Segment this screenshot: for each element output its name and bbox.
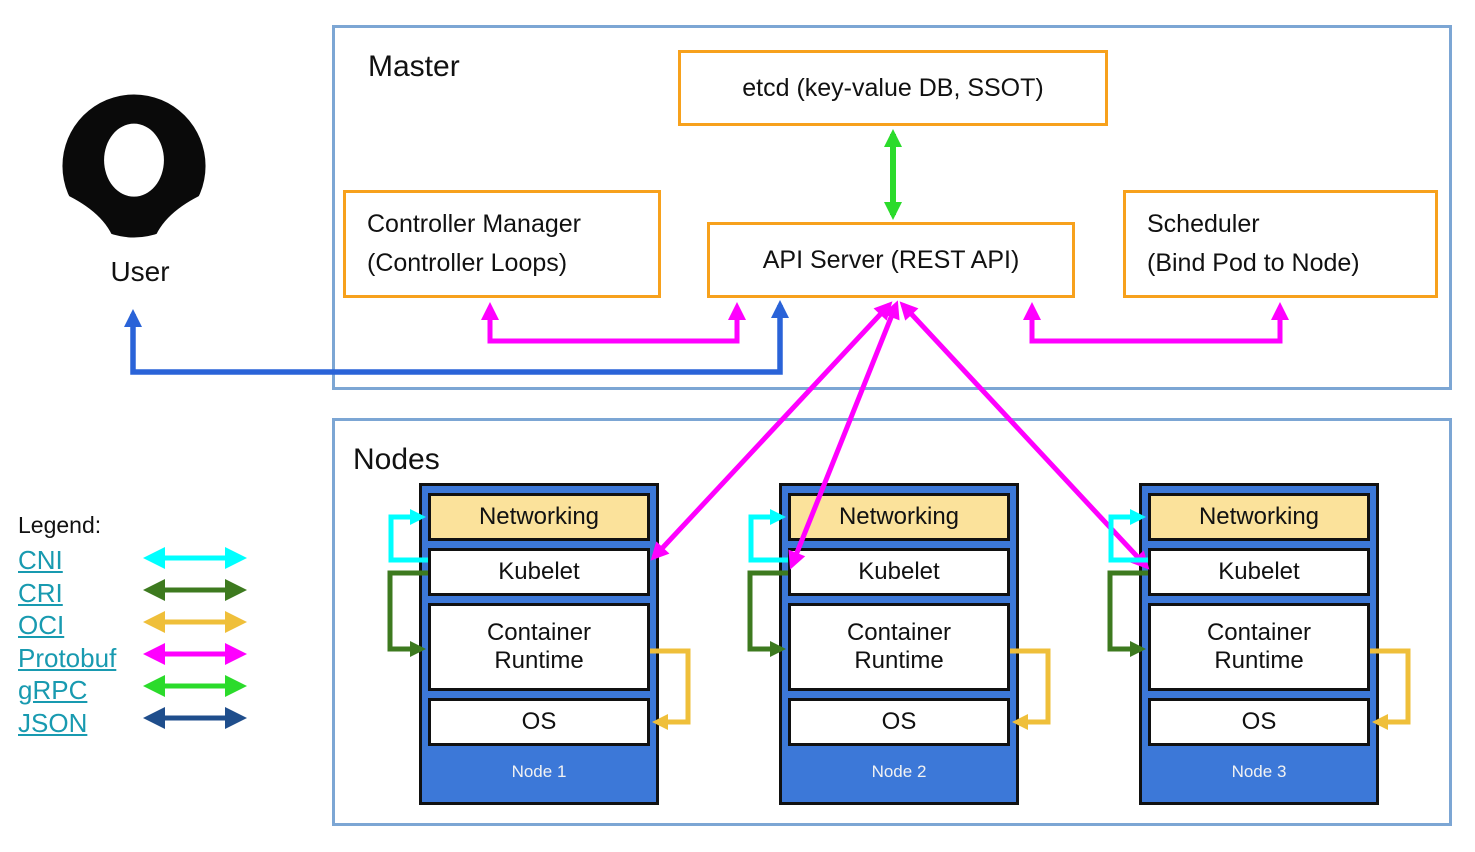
oci-legend-arrow-icon [143,611,247,633]
legend-link-grpc[interactable]: gRPC [18,675,88,705]
cni-legend-arrow-icon [143,547,247,569]
node-1-os-layer: OS [428,698,650,746]
node-2: Networking Kubelet Container Runtime OS … [779,483,1019,805]
legend-link-oci[interactable]: OCI [18,610,65,640]
cri-legend-arrow-icon [143,579,247,601]
scheduler-label-line2: (Bind Pod to Node) [1147,249,1360,277]
node-3-os-layer: OS [1148,698,1370,746]
user-label: User [110,256,170,287]
user-icon [61,94,207,239]
node-3-networking-layer: Networking [1148,493,1370,541]
node-2-container-runtime-layer: Container Runtime [788,603,1010,691]
legend-title: Legend: [18,512,102,538]
node-1-container-runtime-layer: Container Runtime [428,603,650,691]
node-1-name: Node 1 [511,762,567,781]
api-server-label: API Server (REST API) [762,245,1020,274]
api-server-box: API Server (REST API) [707,222,1075,298]
node-2-name: Node 2 [871,762,927,781]
controller-manager-label-line1: Controller Manager [367,210,581,239]
legend-link-cni[interactable]: CNI [18,545,63,575]
node-3-container-runtime-layer: Container Runtime [1148,603,1370,691]
master-section-title: Master [368,50,460,83]
legend-link-json[interactable]: JSON [18,708,88,738]
etcd-label: etcd (key-value DB, SSOT) [742,73,1044,102]
scheduler-label-line1: Scheduler [1147,210,1260,239]
legend-link-cri[interactable]: CRI [18,578,63,608]
node-2-kubelet-layer: Kubelet [788,548,1010,596]
node-2-networking-layer: Networking [788,493,1010,541]
node-1-networking-layer: Networking [428,493,650,541]
protobuf-legend-arrow-icon [143,643,247,665]
node-3-name: Node 3 [1231,762,1287,781]
node-3-kubelet-layer: Kubelet [1148,548,1370,596]
node-1-kubelet-layer: Kubelet [428,548,650,596]
node-3: Networking Kubelet Container Runtime OS … [1139,483,1379,805]
node-2-os-layer: OS [788,698,1010,746]
etcd-box: etcd (key-value DB, SSOT) [678,50,1108,126]
node-1: Networking Kubelet Container Runtime OS … [419,483,659,805]
grpc-legend-arrow-icon [143,675,247,697]
scheduler-box: Scheduler (Bind Pod to Node) [1123,190,1438,298]
json-legend-arrow-icon [143,707,247,729]
nodes-section-title: Nodes [353,443,440,476]
controller-manager-label-line2: (Controller Loops) [367,249,568,277]
legend-link-protobuf[interactable]: Protobuf [18,643,117,673]
controller-manager-box: Controller Manager (Controller Loops) [343,190,661,298]
